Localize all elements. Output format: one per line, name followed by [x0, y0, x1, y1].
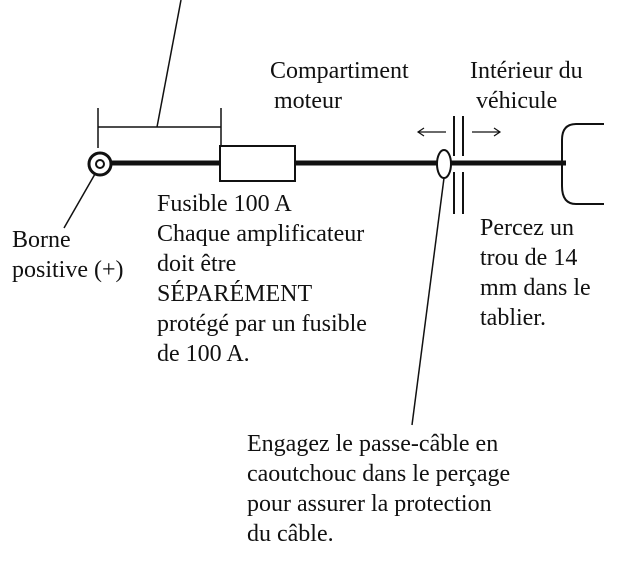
drill-note-line-3: mm dans le: [480, 275, 591, 301]
vehicle-interior-line-1: Intérieur du: [470, 58, 583, 84]
firewall-panel: [453, 116, 464, 214]
fuse-note-line-1: Fusible 100 A: [157, 191, 292, 217]
drill-note-line-4: tablier.: [480, 305, 546, 331]
engine-compartment-line-2: moteur: [274, 88, 342, 114]
fuse-note-line-5: protégé par un fusible: [157, 311, 367, 337]
vehicle-interior-line-2: véhicule: [476, 88, 558, 114]
grommet-note-line-3: pour assurer la protection: [247, 491, 492, 517]
drill-note-line-2: trou de 14: [480, 245, 578, 271]
battery-terminal-label: Borne positive (+): [12, 225, 124, 285]
amplifier-connector: [561, 123, 604, 205]
drill-note-label: Percez un trou de 14 mm dans le tablier.: [480, 213, 591, 333]
drill-note-line-1: Percez un: [480, 215, 574, 241]
vehicle-interior-label: Intérieur du véhicule: [470, 56, 583, 116]
fuse-holder: [219, 145, 296, 182]
grommet-note-line-4: du câble.: [247, 521, 334, 547]
grommet-note-line-2: caoutchouc dans le perçage: [247, 461, 511, 487]
fuse-note-line-6: de 100 A.: [157, 341, 250, 367]
grommet-leader-line: [411, 177, 445, 426]
ring-terminal: [87, 151, 113, 177]
grommet-note-label: Engagez le passe-câble en caoutchouc dan…: [247, 429, 510, 549]
fuse-note-label: Fusible 100 A Chaque amplificateur doit …: [157, 189, 367, 369]
engine-compartment-line-1: Compartiment: [270, 58, 409, 84]
length-dimension-bracket: [97, 108, 222, 148]
terminal-leader-line: [63, 173, 96, 229]
fuse-note-line-3: doit être: [157, 251, 237, 277]
fuse-note-line-4: SÉPARÉMENT: [157, 281, 313, 307]
engine-compartment-label: Compartiment moteur: [270, 56, 409, 116]
rubber-grommet: [436, 149, 452, 179]
direction-arrows: [416, 127, 502, 137]
fuse-note-line-2: Chaque amplificateur: [157, 221, 365, 247]
battery-terminal-line-2: positive (+): [12, 257, 124, 283]
top-leader-line: [156, 0, 182, 128]
grommet-note-line-1: Engagez le passe-câble en: [247, 431, 499, 457]
battery-terminal-line-1: Borne: [12, 227, 71, 253]
